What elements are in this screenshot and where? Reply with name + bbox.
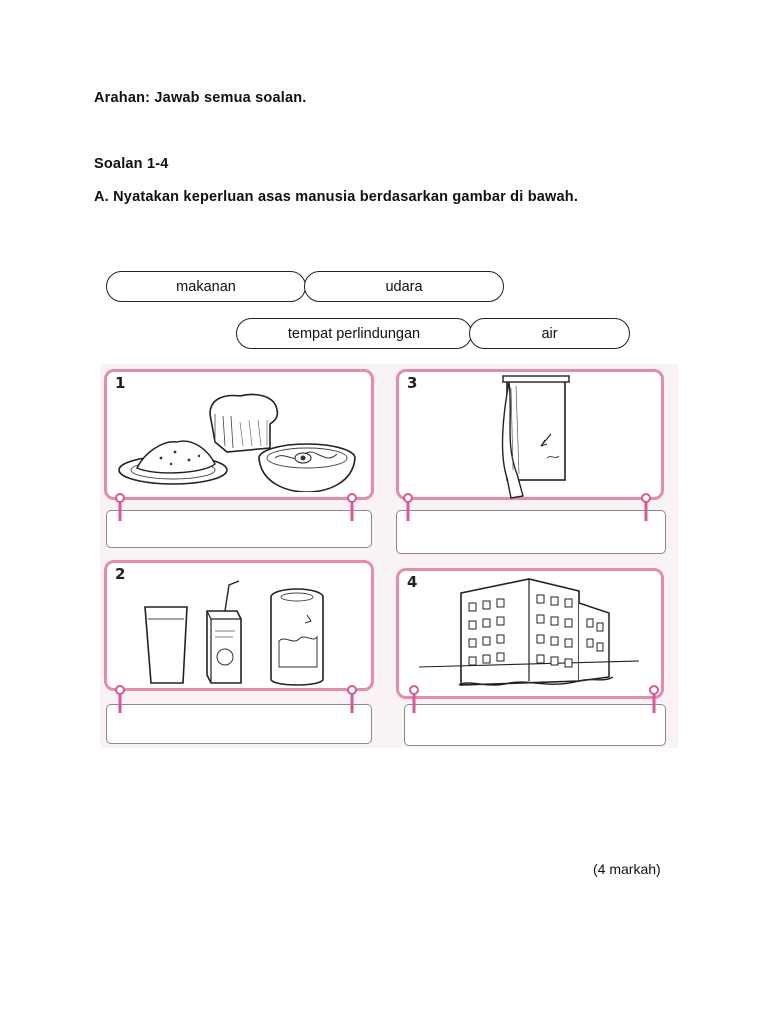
card-number-1: 1: [115, 374, 126, 392]
picture-panel: 1 3: [100, 364, 678, 748]
card-number-2: 2: [115, 565, 126, 583]
card-number-4: 4: [407, 573, 418, 591]
pin-icon: [115, 685, 125, 713]
pin-icon: [347, 685, 357, 713]
instruction-text: Arahan: Jawab semua soalan.: [94, 90, 307, 106]
building-illustration: [418, 578, 640, 686]
marks-text: (4 markah): [593, 861, 661, 877]
curtain-window-illustration: [501, 375, 570, 499]
card-number-3: 3: [407, 374, 418, 392]
word-pill-udara: udara: [304, 271, 504, 302]
pin-icon: [641, 493, 651, 521]
card-4: 4: [396, 568, 664, 699]
card-2: 2: [104, 560, 374, 691]
card-3: 3: [396, 369, 664, 500]
answer-box-2[interactable]: [106, 704, 372, 744]
section-title: Soalan 1-4: [94, 156, 169, 172]
food-illustration: [118, 393, 356, 492]
answer-box-3[interactable]: [396, 510, 666, 554]
answer-box-1[interactable]: [106, 510, 372, 548]
word-pill-makanan: makanan: [106, 271, 306, 302]
word-pill-tempat-perlindungan: tempat perlindungan: [236, 318, 472, 349]
question-text: A. Nyatakan keperluan asas manusia berda…: [94, 189, 579, 205]
card-1: 1: [104, 369, 374, 500]
drinks-illustration: [144, 580, 324, 686]
pin-icon: [347, 493, 357, 521]
pin-icon: [649, 685, 659, 713]
answer-box-4[interactable]: [404, 704, 666, 746]
pin-icon: [115, 493, 125, 521]
pin-icon: [409, 685, 419, 713]
word-pill-air: air: [469, 318, 630, 349]
pin-icon: [403, 493, 413, 521]
